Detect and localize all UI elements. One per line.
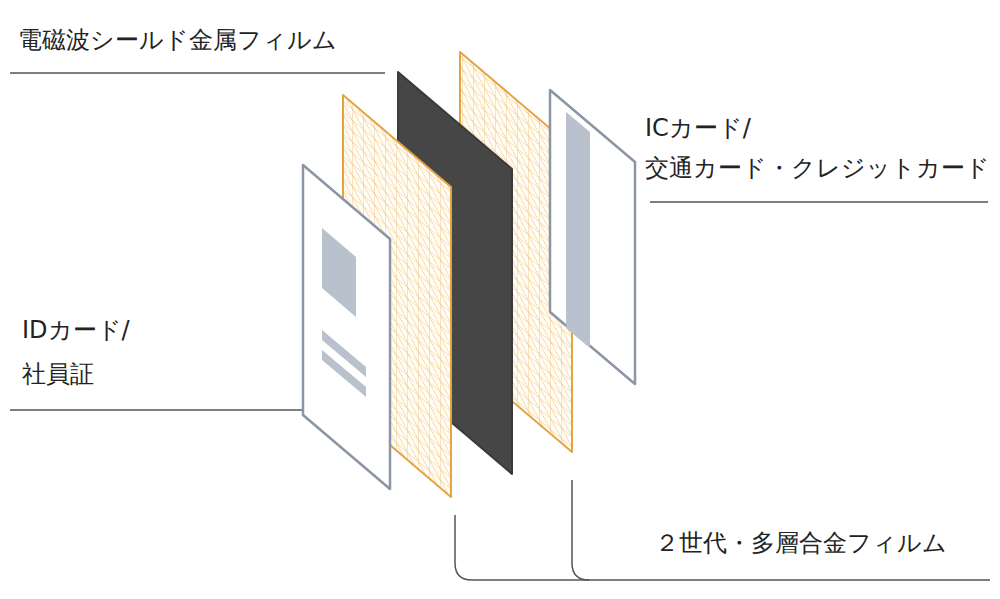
ic-stripe	[566, 112, 590, 348]
text-bar	[322, 350, 366, 397]
layers	[303, 52, 635, 497]
id-card	[303, 165, 390, 489]
photo-box	[322, 228, 356, 317]
part-label: ICカード/ 交通カード・クレジットカード	[645, 108, 995, 188]
part-label: IDカード/ 社員証	[22, 308, 232, 396]
ic-card	[550, 90, 635, 384]
part-label: 電磁波シールド金属フィルム	[18, 24, 337, 58]
part-label: ２世代・多層合金フィルム	[655, 527, 947, 561]
